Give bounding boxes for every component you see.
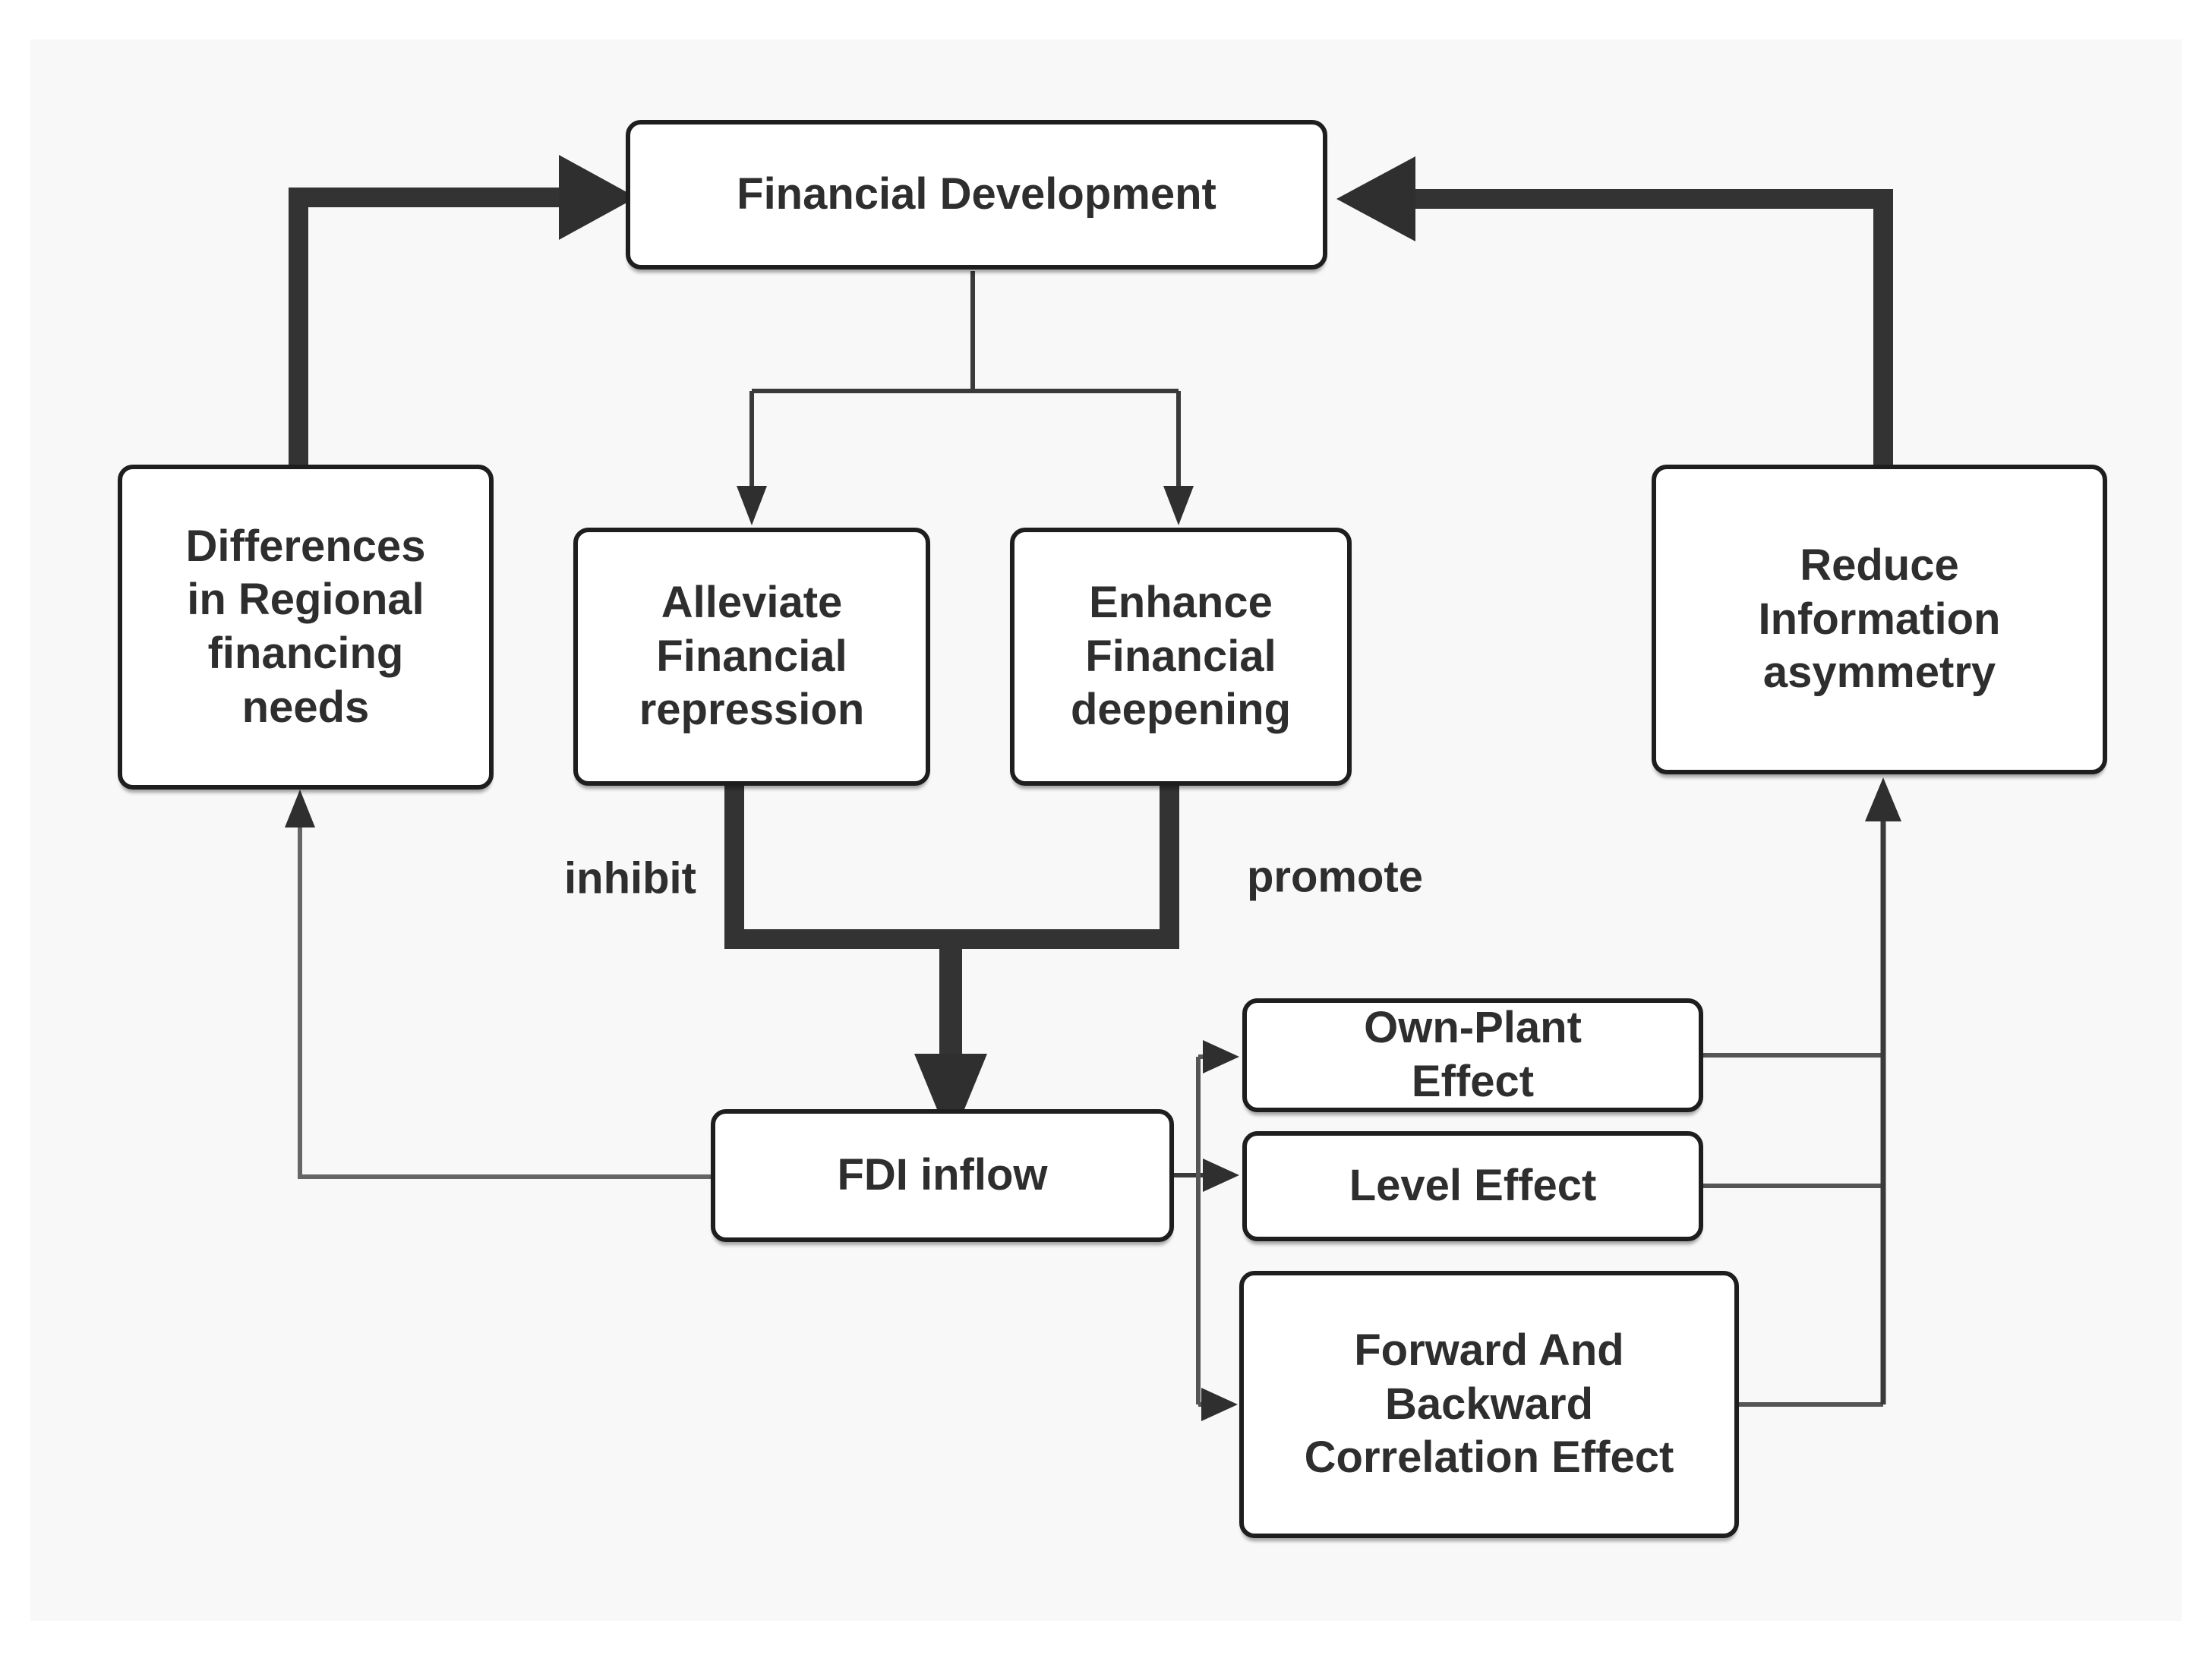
node-label: Forward And Backward Correlation Effect bbox=[1304, 1325, 1674, 1483]
node-level-effect: Level Effect bbox=[1242, 1131, 1703, 1241]
arrowhead-into-financial-development-left bbox=[559, 155, 636, 240]
arrowhead-into-enhance bbox=[1163, 486, 1194, 525]
node-alleviate-financial-repression: Alleviate Financial repression bbox=[573, 528, 930, 786]
edge-differences-to-financial-development bbox=[289, 188, 563, 466]
node-label: Enhance Financial deepening bbox=[1070, 577, 1292, 735]
arrowhead-into-reduce bbox=[1865, 777, 1901, 821]
node-fdi-inflow: FDI inflow bbox=[711, 1109, 1174, 1242]
node-label: FDI inflow bbox=[837, 1150, 1048, 1200]
node-label: Own-Plant Effect bbox=[1364, 1003, 1582, 1106]
edge-label-inhibit: inhibit bbox=[564, 853, 696, 903]
diagram-canvas bbox=[30, 39, 2182, 1621]
arrowhead-into-forward bbox=[1201, 1388, 1238, 1421]
node-enhance-financial-deepening: Enhance Financial deepening bbox=[1010, 528, 1352, 786]
edge-fdi-to-differences bbox=[298, 809, 711, 1179]
arrowhead-into-own-plant bbox=[1203, 1040, 1239, 1073]
edge-reduce-to-financial-development bbox=[1414, 189, 1893, 466]
node-label: Level Effect bbox=[1349, 1161, 1597, 1211]
arrowhead-into-alleviate bbox=[737, 486, 767, 525]
arrowhead-into-financial-development-right bbox=[1336, 156, 1415, 241]
edge-label-promote: promote bbox=[1247, 852, 1423, 902]
node-label: Financial Development bbox=[737, 169, 1216, 219]
node-label: Alleviate Financial repression bbox=[639, 577, 865, 735]
node-forward-backward-correlation-effect: Forward And Backward Correlation Effect bbox=[1239, 1271, 1739, 1538]
node-own-plant-effect: Own-Plant Effect bbox=[1242, 998, 1703, 1112]
node-label: Reduce Information asymmetry bbox=[1758, 540, 2001, 698]
node-differences-in-regional-financing-needs: Differences in Regional financing needs bbox=[118, 465, 494, 790]
node-reduce-information-asymmetry: Reduce Information asymmetry bbox=[1652, 465, 2107, 774]
arrowhead-into-differences bbox=[285, 790, 315, 827]
node-financial-development: Financial Development bbox=[626, 120, 1327, 270]
node-label: Differences in Regional financing needs bbox=[185, 521, 426, 732]
arrowhead-into-fdi bbox=[914, 1054, 987, 1143]
arrowhead-into-level bbox=[1203, 1158, 1239, 1192]
